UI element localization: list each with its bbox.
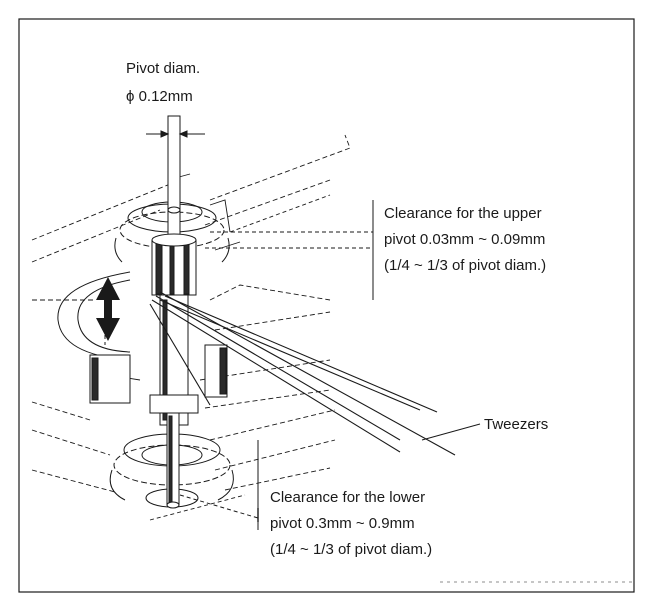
tweezers-label: Tweezers bbox=[484, 416, 548, 433]
upper-clearance-indicator bbox=[205, 200, 374, 300]
pivot-diameter-value: ϕ 0.12mm bbox=[126, 88, 193, 105]
wheel-arcs bbox=[57, 271, 131, 361]
pivot-diameter-dimension bbox=[146, 122, 205, 150]
tweezers-leader bbox=[421, 423, 481, 441]
balance-arbor bbox=[149, 115, 199, 509]
diagram-border bbox=[18, 18, 635, 593]
upper-clearance-line1: Clearance for the upper bbox=[384, 205, 542, 222]
wheel-block bbox=[89, 344, 228, 404]
upper-clearance-line2: pivot 0.03mm ~ 0.09mm bbox=[384, 231, 545, 248]
lower-clearance-line3: (1/4 ~ 1/3 of pivot diam.) bbox=[270, 541, 432, 558]
lower-clearance-indicator bbox=[179, 440, 259, 530]
upper-clearance-line3: (1/4 ~ 1/3 of pivot diam.) bbox=[384, 257, 546, 274]
lower-clearance-line1: Clearance for the lower bbox=[270, 489, 425, 506]
lower-clearance-line2: pivot 0.3mm ~ 0.9mm bbox=[270, 515, 415, 532]
tweezers bbox=[149, 291, 456, 456]
double-headed-vertical-arrow-icon bbox=[96, 277, 120, 341]
lower-plate bbox=[31, 409, 336, 521]
pivot-diameter-title: Pivot diam. bbox=[126, 60, 200, 77]
